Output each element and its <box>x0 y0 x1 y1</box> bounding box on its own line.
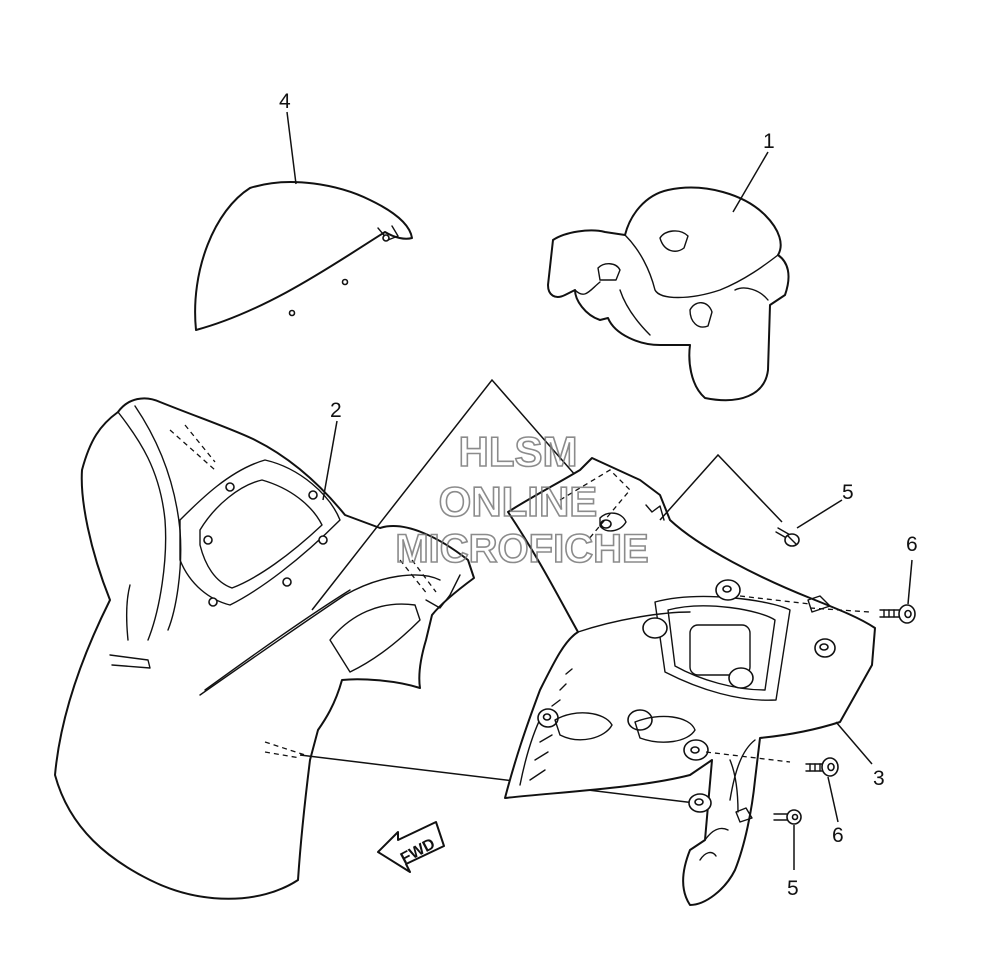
leader-line-1 <box>732 151 769 213</box>
assembly-dash-line <box>399 559 429 596</box>
part-6-bolt-upper <box>879 604 916 624</box>
callout-2: 2 <box>330 399 342 422</box>
leader-line-6-lower <box>827 776 839 823</box>
assembly-dash-line <box>264 751 301 759</box>
watermark-line-2: ONLINE <box>439 478 598 525</box>
group-leader-triangle <box>311 378 605 611</box>
part-5-screw-lower <box>773 809 802 825</box>
part-4-front-cover <box>194 181 413 331</box>
leader-line-3 <box>835 721 873 765</box>
group-leader-triangle <box>659 453 783 523</box>
assembly-dash-line <box>169 429 216 471</box>
watermark-line-3: MICROFICHE <box>395 527 648 571</box>
callout-1: 1 <box>763 130 775 153</box>
callout-4: 4 <box>279 90 291 113</box>
callout-6-upper: 6 <box>906 533 918 556</box>
leader-line-6-upper <box>907 559 913 605</box>
part-2-front-panel <box>54 397 475 900</box>
part-6-bolt-lower <box>805 757 839 777</box>
part-1-handlebar-cover <box>547 186 790 402</box>
leader-line-4 <box>286 111 297 185</box>
assembly-dash-line <box>809 607 871 613</box>
assembly-dash-line <box>559 469 631 541</box>
fwd-direction-arrow: FWD <box>377 821 445 873</box>
callout-5-upper: 5 <box>842 481 854 504</box>
part-5-screw-upper <box>775 527 800 547</box>
assembly-dash-line <box>739 595 811 605</box>
assembly-dash-line <box>184 424 216 463</box>
watermark-line-1: HLSM <box>459 428 578 475</box>
assembly-dash-line <box>411 559 437 593</box>
callout-6-lower: 6 <box>832 824 844 847</box>
watermark: HLSM ONLINE MICROFICHE <box>395 427 650 572</box>
callout-5-lower: 5 <box>787 877 799 900</box>
assembly-dash-line <box>264 741 306 756</box>
callout-3: 3 <box>873 767 885 790</box>
leader-line-5-upper <box>796 499 843 529</box>
fastener-leader-line <box>299 754 696 804</box>
part-3-inner-panel <box>504 457 876 906</box>
leader-line-2 <box>322 420 338 501</box>
